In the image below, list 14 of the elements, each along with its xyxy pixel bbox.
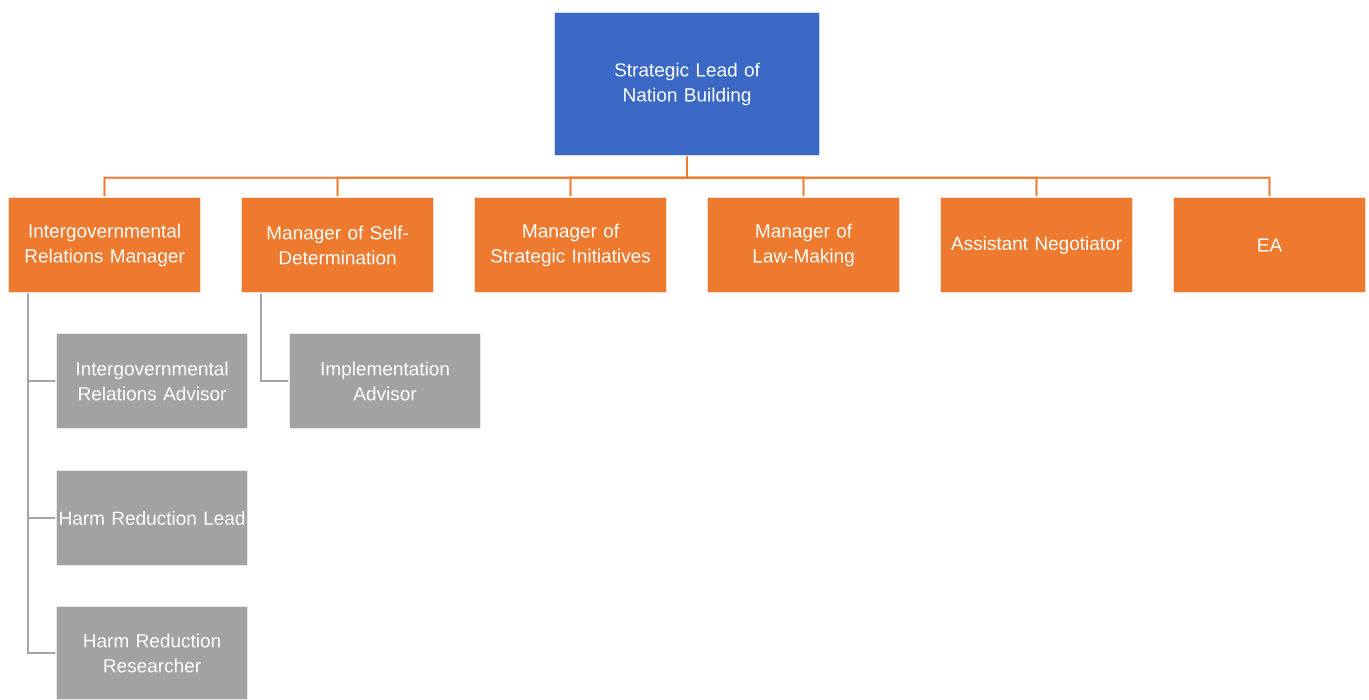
org-box: Intergovernmental Relations Advisor — [55, 332, 249, 430]
org-box: Harm Reduction Lead — [55, 469, 249, 567]
org-box: Harm Reduction Researcher — [55, 605, 249, 700]
org-box: Implementation Advisor — [288, 332, 482, 430]
org-box: Manager of Law-Making — [706, 196, 901, 294]
connector-line — [686, 155, 1271, 198]
connector-line — [27, 292, 57, 654]
org-box: Manager of Strategic Initiatives — [473, 196, 668, 294]
org-box: Strategic Lead of Nation Building — [553, 11, 821, 157]
org-box: Manager of Self-Determination — [240, 196, 435, 294]
org-box: Assistant Negotiator — [939, 196, 1134, 294]
org-box: EA — [1172, 196, 1367, 294]
org-box: Intergovernmental Relations Manager — [7, 196, 202, 294]
connector-line — [260, 292, 290, 382]
